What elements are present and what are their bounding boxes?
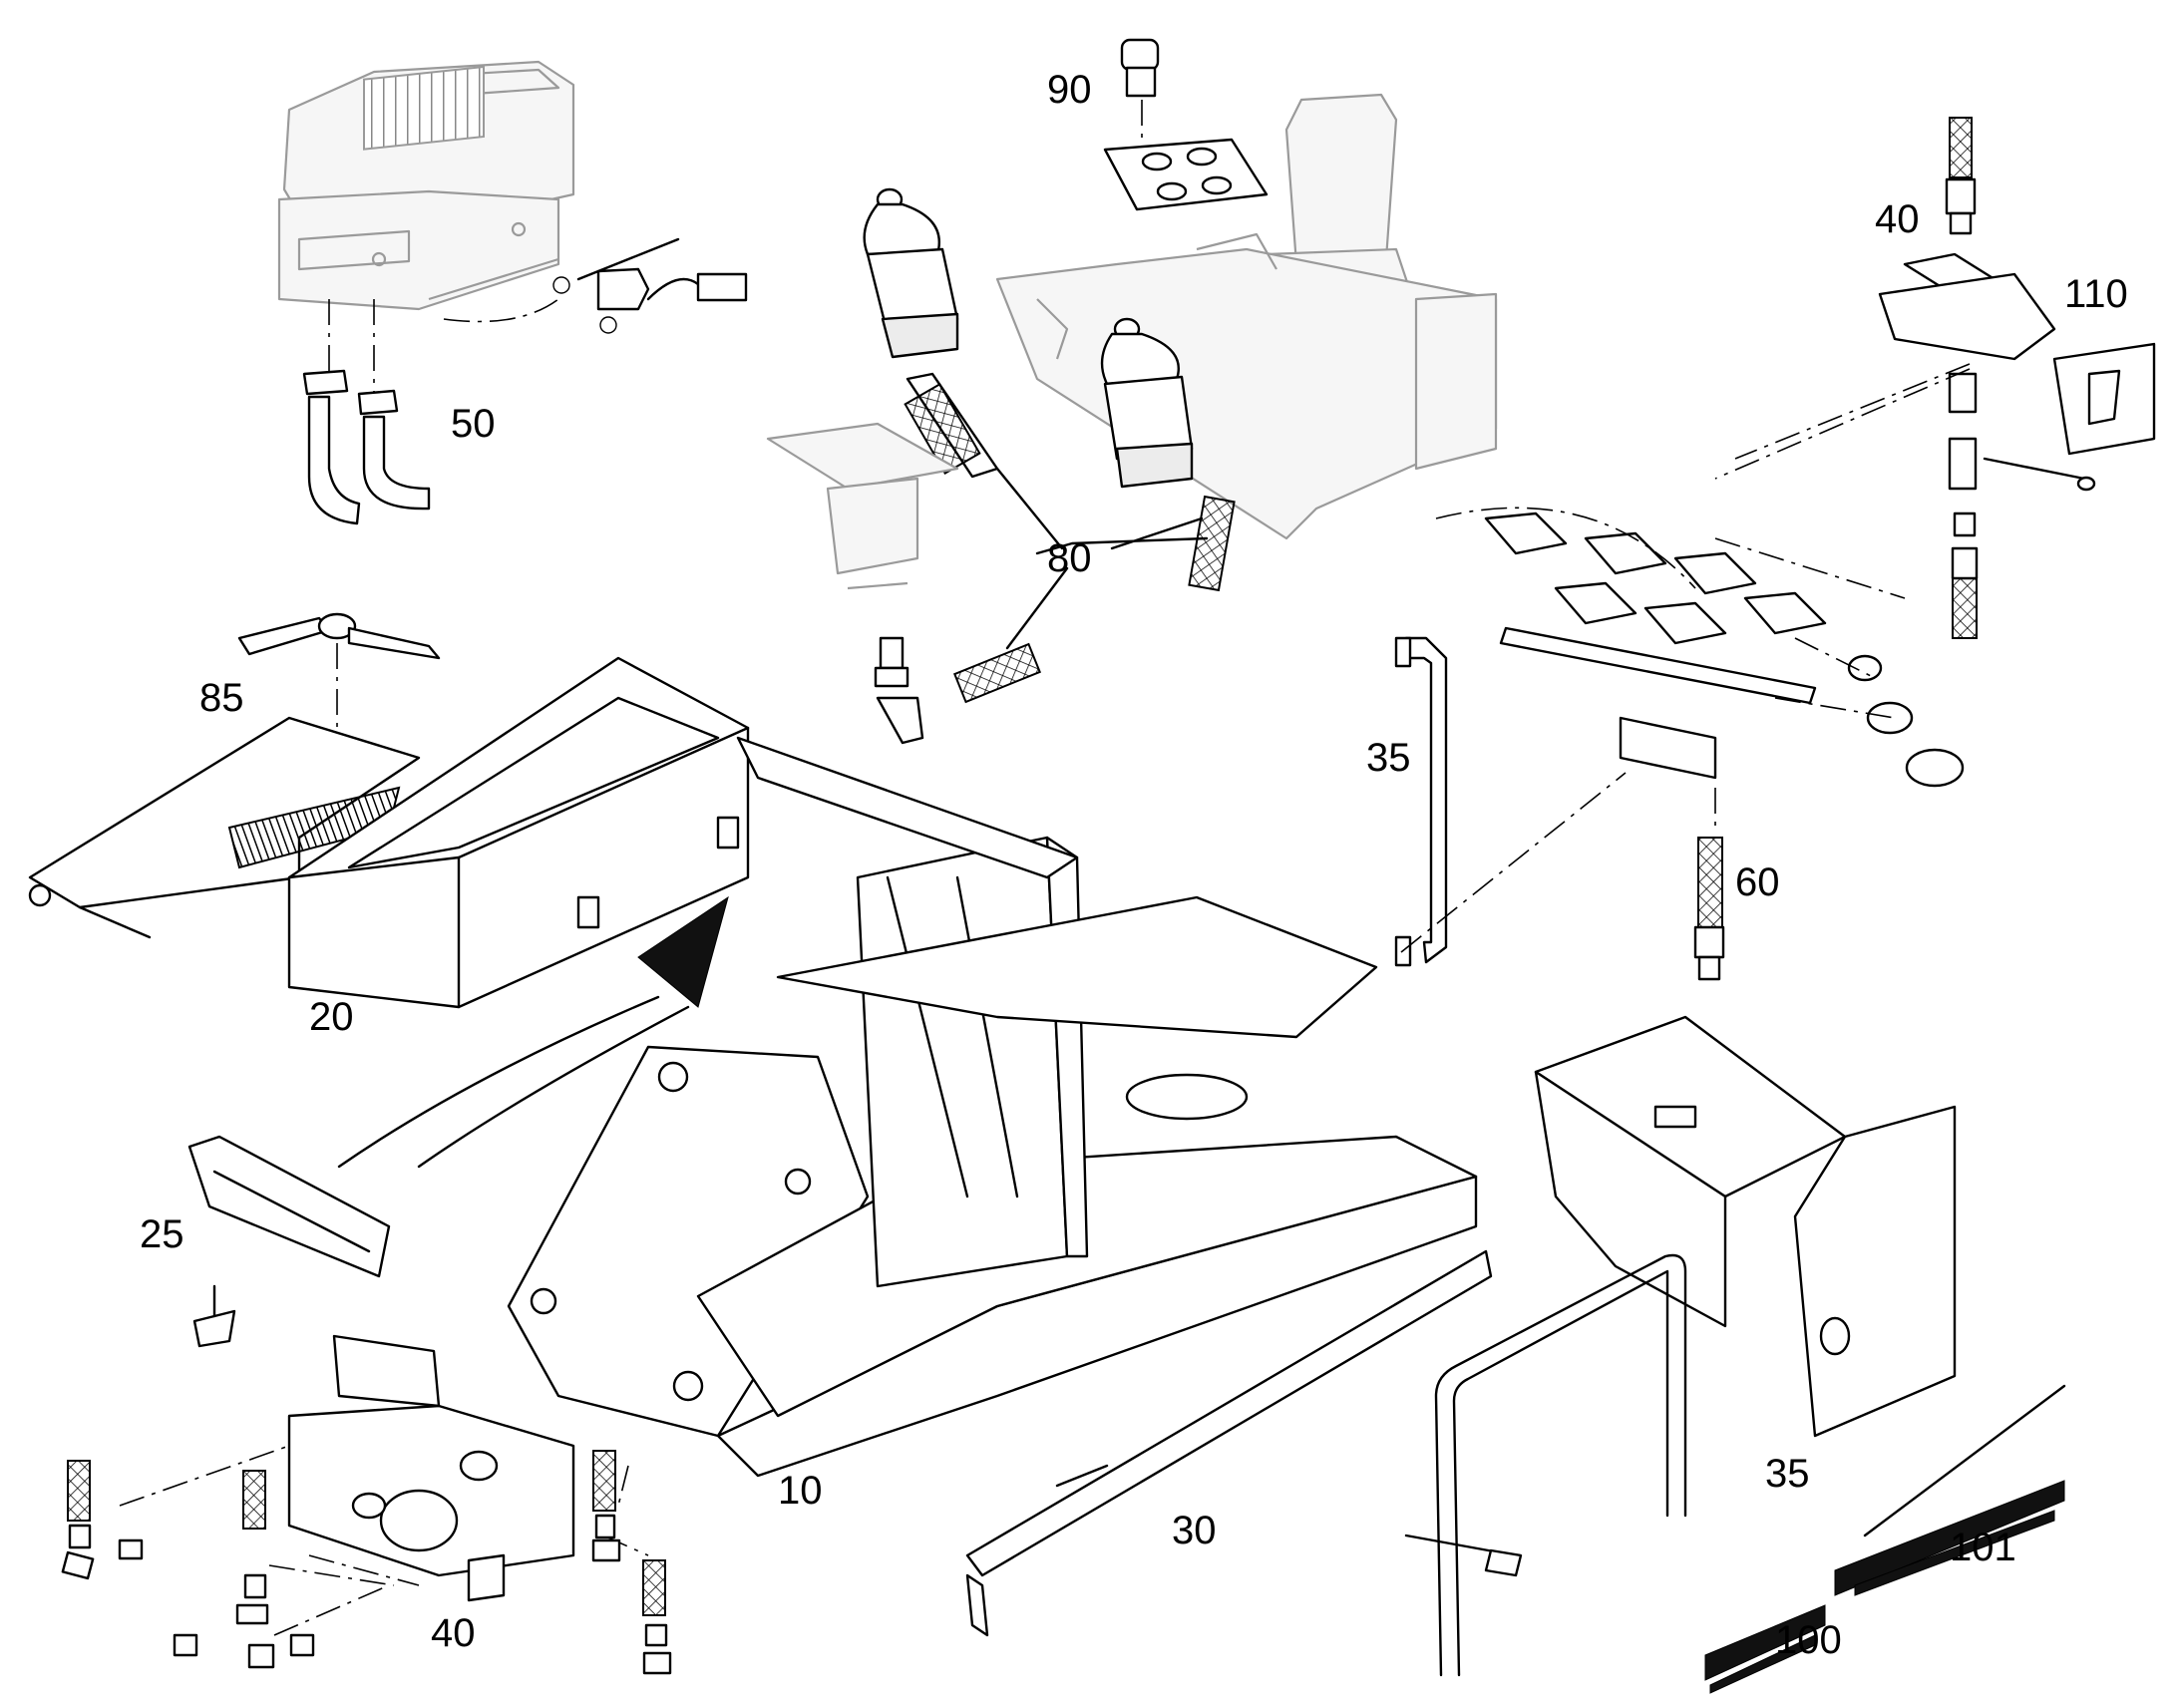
callout-50: 50: [451, 402, 496, 446]
part-60-hose: [1693, 837, 1725, 981]
callout-110: 110: [2064, 272, 2128, 316]
callout-40-top: 40: [1875, 197, 1920, 241]
part-40-top-fitting: [1714, 117, 2096, 639]
part-10-frame: [507, 736, 1478, 1478]
part-80-joystick-left: [863, 187, 999, 479]
part-101-decal: [1834, 1384, 2066, 1596]
part-25-bracket: [187, 1135, 391, 1348]
part-35-right-guard-rail: [1404, 1253, 1687, 1677]
callout-30: 30: [1172, 1509, 1217, 1552]
callout-40-bottom: 40: [431, 1611, 476, 1655]
pedal-assembly-ghost: [766, 422, 959, 590]
callout-90: 90: [1047, 68, 1092, 112]
callout-20: 20: [309, 995, 354, 1039]
callout-85: 85: [199, 676, 244, 720]
part-80-fittings: [874, 536, 1209, 745]
part-80-joystick-right: [1100, 317, 1236, 592]
part-30-side-rail: [965, 1249, 1493, 1637]
callout-100: 100: [1775, 1618, 1842, 1662]
callout-25: 25: [140, 1212, 184, 1256]
part-90-switch: [1120, 38, 1160, 140]
part-85-handle: [237, 612, 441, 738]
part-110-decal: [2052, 342, 2156, 456]
part-40-valve-block: [119, 1334, 649, 1636]
part-35-right-toolbox: [1534, 1015, 1957, 1438]
callout-80-leaders: [995, 467, 1204, 550]
callout-101: 101: [1950, 1526, 2016, 1569]
part-20-box: [287, 656, 750, 1009]
part-90-panel: [1103, 138, 1269, 211]
callout-35-mid: 35: [1366, 736, 1411, 780]
assembly-arrow: [337, 895, 729, 1169]
part-40-hose-fittings: [61, 1450, 672, 1675]
callout-80: 80: [1047, 536, 1092, 580]
part-50-hoses: [302, 237, 748, 525]
part-100-decal: [1704, 1604, 1826, 1694]
part-60-clamp-rail: [1435, 507, 1965, 828]
callout-10: 10: [778, 1469, 823, 1513]
part-35-handrail-vertical: [1394, 636, 1627, 967]
part-50-ac-unit: [277, 60, 575, 311]
callout-35-right: 35: [1765, 1452, 1810, 1496]
callout-60: 60: [1735, 860, 1780, 904]
